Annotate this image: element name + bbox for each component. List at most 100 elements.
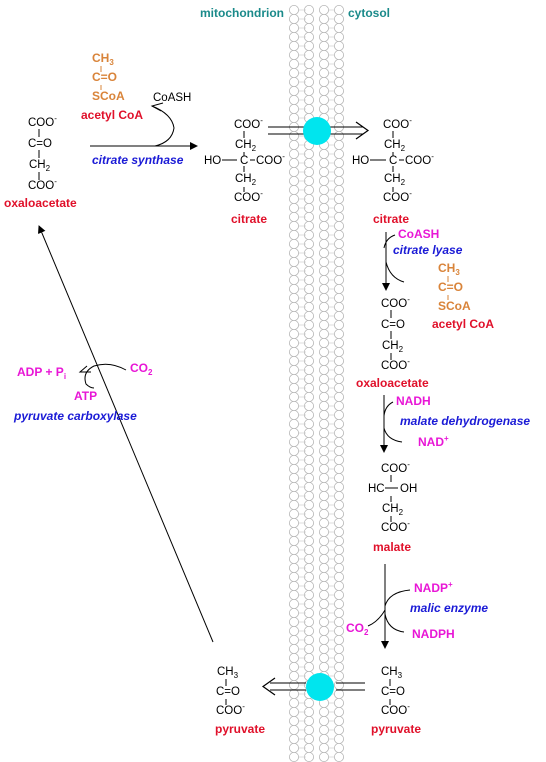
nadph: NADPH <box>412 627 455 641</box>
lipid-head <box>333 184 344 195</box>
cyto-citrate-label: citrate <box>373 212 409 226</box>
lipid-head <box>318 508 329 519</box>
lipid-head <box>318 184 329 195</box>
lipid-head <box>318 716 329 727</box>
lipid-head <box>288 436 299 447</box>
pyruvate-carrier-circle <box>306 673 334 701</box>
svg-text:CH3: CH3 <box>92 51 114 67</box>
lipid-head <box>333 22 344 33</box>
lipid-head <box>288 599 299 610</box>
lipid-head <box>318 563 329 574</box>
lipid-head <box>333 463 344 474</box>
lipid-head <box>333 157 344 168</box>
pyruvate-to-oxaloacetate-arrow <box>38 225 214 643</box>
lipid-head <box>288 157 299 168</box>
lipid-head <box>288 563 299 574</box>
svg-text:COO-: COO- <box>405 152 434 167</box>
lipid-head <box>318 50 329 61</box>
svg-text:CH2: CH2 <box>235 139 257 153</box>
lipid-head <box>318 662 329 673</box>
lipid-head <box>333 382 344 393</box>
lipid-head <box>318 725 329 736</box>
cytosol-label: cytosol <box>348 6 390 20</box>
lipid-head <box>318 617 329 628</box>
lipid-head <box>333 734 344 745</box>
lipid-head <box>318 536 329 547</box>
lipid-head <box>333 499 344 510</box>
lipid-head <box>288 427 299 438</box>
lipid-head <box>288 274 299 285</box>
cyto-coash: CoASH <box>398 227 439 241</box>
lipid-head <box>318 409 329 420</box>
svg-text:C=O: C=O <box>216 686 240 698</box>
mito-pyruvate: CH3 C=O COO- pyruvate <box>215 666 265 736</box>
lipid-head <box>288 581 299 592</box>
nadph-release-arrow <box>384 613 405 633</box>
lipid-head <box>288 364 299 375</box>
lipid-head <box>333 175 344 186</box>
svg-text:C: C <box>240 155 248 167</box>
lipid-head <box>318 68 329 79</box>
lipid-head <box>288 211 299 222</box>
lipid-head <box>288 301 299 312</box>
lipid-head <box>333 409 344 420</box>
lipid-head <box>288 59 299 70</box>
lipid-head <box>318 382 329 393</box>
lipid-head <box>333 229 344 240</box>
lipid-head <box>288 382 299 393</box>
lipid-head <box>318 247 329 258</box>
svg-text:CH2: CH2 <box>384 139 406 153</box>
lipid-head <box>333 113 344 124</box>
nadh-uptake-arrow <box>383 401 394 417</box>
lipid-head <box>288 662 299 673</box>
svg-text:COO-: COO- <box>234 116 263 131</box>
lipid-head <box>333 274 344 285</box>
lipid-head <box>318 346 329 357</box>
lipid-head <box>333 310 344 321</box>
lipid-head <box>333 256 344 267</box>
lipid-head <box>333 707 344 718</box>
lipid-head <box>288 202 299 213</box>
lipid-head <box>318 445 329 456</box>
svg-text:COO-: COO- <box>383 116 412 131</box>
lipid-head <box>288 445 299 456</box>
lipid-head <box>333 220 344 231</box>
lipid-head <box>318 337 329 348</box>
lipid-head <box>333 635 344 646</box>
lipid-head <box>288 13 299 24</box>
lipid-head <box>318 499 329 510</box>
co2-release-arrow <box>367 609 386 627</box>
lipid-head <box>333 644 344 655</box>
lipid-head <box>318 238 329 249</box>
lipid-head <box>288 68 299 79</box>
lipid-head <box>288 130 299 141</box>
cyto-citrate: COO- CH2 HO C COO- CH2 COO- citrate <box>352 116 434 226</box>
lipid-head <box>333 698 344 709</box>
lipid-head <box>318 95 329 106</box>
mito-oxaloacetate-label: oxaloacetate <box>4 196 77 210</box>
lipid-head <box>318 572 329 583</box>
svg-text:HO: HO <box>352 155 369 167</box>
lipid-head <box>318 481 329 492</box>
lipid-head <box>333 725 344 736</box>
lipid-head <box>288 481 299 492</box>
cyto-malate: COO- HC OH CH2 COO- malate <box>368 460 417 554</box>
lipid-head <box>289 752 299 762</box>
lipid-head <box>333 32 344 43</box>
lipid-head <box>333 283 344 294</box>
lipid-head <box>333 689 344 700</box>
lipid-head <box>333 59 344 70</box>
lipid-head <box>318 743 329 754</box>
lipid-head <box>333 130 344 141</box>
lipid-head <box>288 220 299 231</box>
lipid-head <box>288 86 299 97</box>
lipid-head <box>288 680 299 691</box>
nadh: NADH <box>396 394 431 408</box>
lipid-head <box>288 113 299 124</box>
mito-acetyl-coa-label: acetyl CoA <box>81 108 143 122</box>
lipid-head <box>288 716 299 727</box>
mito-pyruvate-label: pyruvate <box>215 722 265 736</box>
lipid-head <box>318 644 329 655</box>
svg-text:CH3: CH3 <box>438 261 460 277</box>
